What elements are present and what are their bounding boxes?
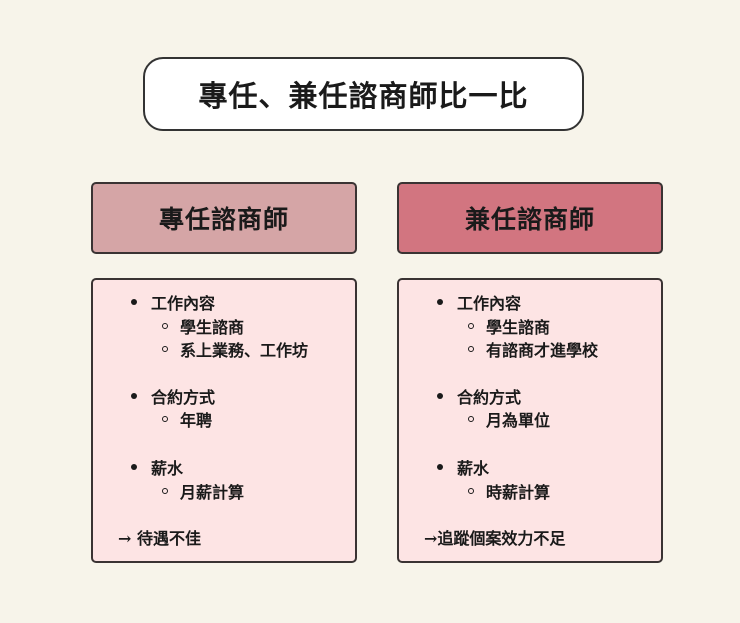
bullet-icon (437, 393, 443, 399)
bullet-icon (437, 299, 443, 305)
column-header-label: 兼任諮商師 (464, 205, 595, 234)
header-part-time-counselor: 兼任諮商師 (397, 182, 663, 254)
conclusion-text: → 待遇不佳 (118, 529, 201, 548)
section-work-content: 工作內容 (437, 290, 521, 314)
list-item: 學生諮商 (468, 314, 550, 338)
circle-bullet-icon (468, 346, 474, 352)
section-contract-type: 合約方式 (437, 384, 521, 408)
circle-bullet-icon (468, 323, 474, 329)
header-full-time-counselor: 專任諮商師 (91, 182, 357, 254)
list-item: 月為單位 (468, 407, 550, 431)
page-title: 專任、兼任諮商師比一比 (198, 79, 529, 113)
list-item: 有諮商才進學校 (468, 337, 598, 361)
list-item: 月薪計算 (162, 479, 244, 503)
bullet-icon (131, 393, 137, 399)
list-item: 時薪計算 (468, 479, 550, 503)
circle-bullet-icon (162, 346, 168, 352)
content-full-time-counselor: 工作內容 學生諮商 系上業務、工作坊 合約方式 年聘 薪水 月薪計算 → 待遇不… (91, 278, 357, 563)
section-salary: 薪水 (131, 455, 183, 479)
bullet-icon (131, 299, 137, 305)
circle-bullet-icon (162, 488, 168, 494)
list-item: 系上業務、工作坊 (162, 337, 308, 361)
circle-bullet-icon (468, 488, 474, 494)
content-part-time-counselor: 工作內容 學生諮商 有諮商才進學校 合約方式 月為單位 薪水 時薪計算 →追蹤個… (397, 278, 663, 563)
section-salary: 薪水 (437, 455, 489, 479)
circle-bullet-icon (162, 416, 168, 422)
list-item: 年聘 (162, 407, 212, 431)
circle-bullet-icon (162, 323, 168, 329)
conclusion-text: →追蹤個案效力不足 (424, 529, 566, 548)
bullet-icon (131, 464, 137, 470)
title-box: 專任、兼任諮商師比一比 (143, 57, 584, 131)
section-contract-type: 合約方式 (131, 384, 215, 408)
list-item: 學生諮商 (162, 314, 244, 338)
circle-bullet-icon (468, 416, 474, 422)
column-header-label: 專任諮商師 (158, 205, 289, 234)
bullet-icon (437, 464, 443, 470)
section-work-content: 工作內容 (131, 290, 215, 314)
